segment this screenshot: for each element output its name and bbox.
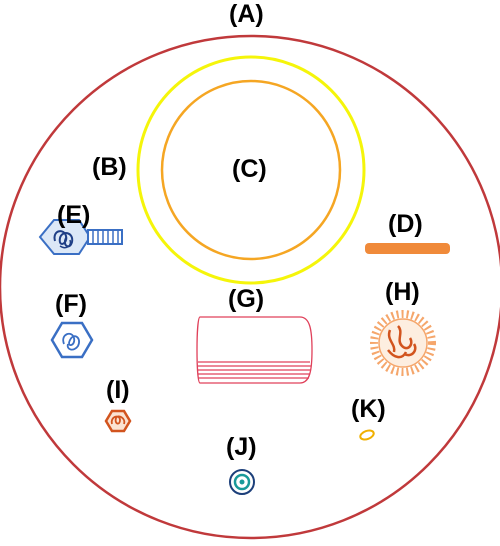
label-e: (E) bbox=[57, 201, 91, 229]
spiky-sphere-shape bbox=[370, 310, 436, 376]
small-gold-ring-shape bbox=[359, 429, 375, 441]
label-d: (D) bbox=[388, 210, 423, 238]
label-c: (C) bbox=[232, 155, 267, 183]
label-b: (B) bbox=[92, 153, 127, 181]
label-j: (J) bbox=[226, 433, 257, 461]
outer-yellow-ring bbox=[136, 55, 366, 285]
label-i: (I) bbox=[106, 376, 130, 404]
label-a: (A) bbox=[229, 0, 264, 28]
label-k: (K) bbox=[351, 395, 386, 423]
phage-like-shape bbox=[38, 219, 123, 255]
inner-orange-ring bbox=[160, 79, 342, 261]
stacked-membranes-shape bbox=[196, 316, 313, 384]
orange-rod-shape bbox=[365, 243, 450, 254]
small-orange-hexagon-shape bbox=[104, 409, 132, 433]
label-g: (G) bbox=[228, 285, 265, 313]
label-h: (H) bbox=[385, 278, 420, 306]
blue-hexagon-shape bbox=[50, 321, 94, 359]
cell-boundary-circle bbox=[0, 34, 500, 540]
label-f: (F) bbox=[55, 290, 87, 318]
concentric-circle-shape bbox=[229, 469, 255, 495]
